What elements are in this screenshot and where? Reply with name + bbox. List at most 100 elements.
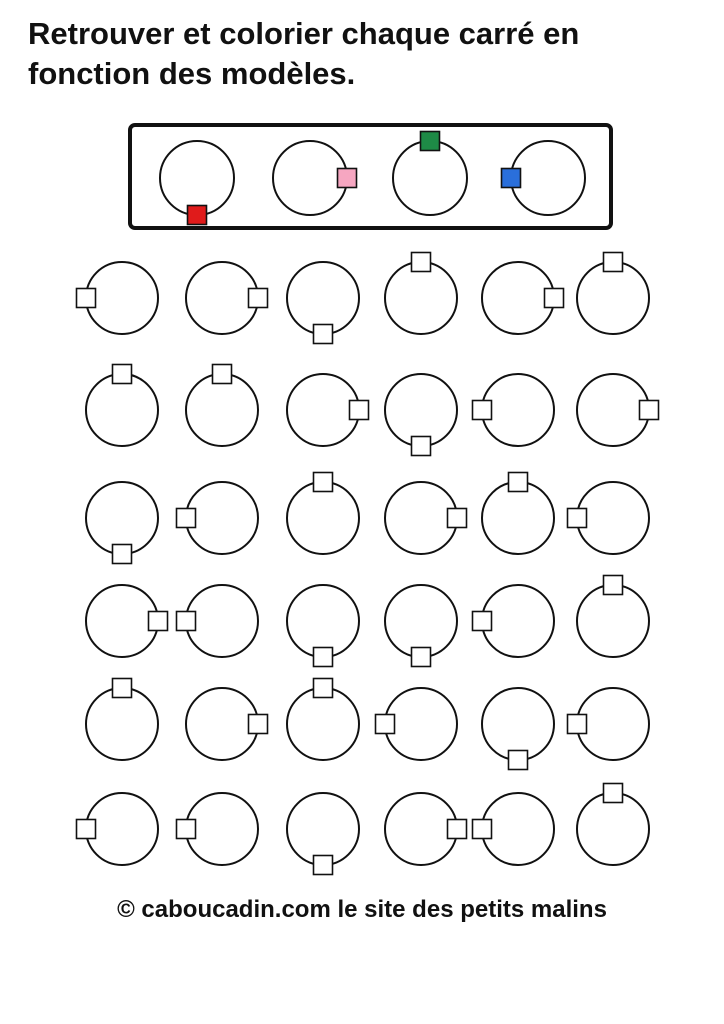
instructions-title: Retrouver et colorier chaque carré en fo… — [28, 14, 708, 94]
circle-shape — [576, 584, 650, 658]
grid-item-r6-c2[interactable] — [175, 792, 259, 866]
grid-item-r4-c4[interactable] — [384, 584, 458, 668]
grid-item-r3-c5[interactable] — [481, 471, 555, 555]
square-bottom[interactable] — [410, 435, 432, 457]
square-left[interactable] — [566, 713, 588, 735]
square-top[interactable] — [602, 251, 624, 273]
grid-item-r1-c2[interactable] — [185, 261, 269, 335]
circle-shape — [576, 481, 650, 555]
circle-shape — [576, 373, 650, 447]
grid-item-r1-c6[interactable] — [576, 251, 650, 335]
grid-item-r1-c4[interactable] — [384, 251, 458, 335]
circle-shape — [384, 687, 458, 761]
circle-shape — [481, 792, 555, 866]
footer-credit: © caboucadin.com le site des petits mali… — [117, 896, 607, 923]
grid-item-r5-c4[interactable] — [374, 687, 458, 761]
square-right[interactable] — [446, 507, 468, 529]
grid-item-r3-c1[interactable] — [85, 481, 159, 565]
square-bottom[interactable] — [111, 543, 133, 565]
grid-item-r2-c6[interactable] — [576, 373, 660, 447]
grid-item-r2-c1[interactable] — [85, 363, 159, 447]
square-right[interactable] — [247, 287, 269, 309]
square-top[interactable] — [312, 677, 334, 699]
square-top[interactable] — [602, 782, 624, 804]
square-top[interactable] — [602, 574, 624, 596]
square-left[interactable] — [471, 399, 493, 421]
square-top[interactable] — [410, 251, 432, 273]
square-left[interactable] — [75, 287, 97, 309]
model-1 — [159, 140, 235, 226]
grid-item-r4-c1[interactable] — [85, 584, 169, 658]
square-left[interactable] — [374, 713, 396, 735]
circle-shape — [286, 481, 360, 555]
circle-shape — [286, 373, 360, 447]
square-top — [419, 130, 441, 152]
grid-item-r3-c3[interactable] — [286, 471, 360, 555]
square-bottom[interactable] — [312, 646, 334, 668]
grid-item-r5-c6[interactable] — [566, 687, 650, 761]
grid-item-r2-c5[interactable] — [471, 373, 555, 447]
square-right[interactable] — [147, 610, 169, 632]
grid-item-r2-c2[interactable] — [185, 363, 259, 447]
square-right[interactable] — [247, 713, 269, 735]
circle-shape — [85, 261, 159, 335]
square-bottom[interactable] — [507, 749, 529, 771]
circle-shape — [481, 687, 555, 761]
grid-item-r4-c3[interactable] — [286, 584, 360, 668]
square-left[interactable] — [566, 507, 588, 529]
circle-shape — [286, 261, 360, 335]
grid-item-r1-c3[interactable] — [286, 261, 360, 345]
square-left[interactable] — [175, 507, 197, 529]
circle-shape — [384, 584, 458, 658]
grid-item-r4-c6[interactable] — [576, 574, 650, 658]
square-top[interactable] — [507, 471, 529, 493]
circle-shape — [185, 584, 259, 658]
square-left — [500, 167, 522, 189]
square-right[interactable] — [638, 399, 660, 421]
square-bottom — [186, 204, 208, 226]
square-left[interactable] — [75, 818, 97, 840]
title-line-1: Retrouver et colorier chaque carré en — [28, 16, 580, 51]
circle-shape — [85, 373, 159, 447]
model-2 — [272, 140, 358, 216]
circle-shape — [481, 481, 555, 555]
grid-item-r2-c4[interactable] — [384, 373, 458, 457]
grid-item-r6-c3[interactable] — [286, 792, 360, 876]
grid-item-r3-c6[interactable] — [566, 481, 650, 555]
square-right[interactable] — [446, 818, 468, 840]
square-left[interactable] — [471, 818, 493, 840]
grid-item-r4-c5[interactable] — [471, 584, 555, 658]
square-right[interactable] — [348, 399, 370, 421]
grid-item-r4-c2[interactable] — [175, 584, 259, 658]
square-top[interactable] — [111, 363, 133, 385]
square-bottom[interactable] — [312, 323, 334, 345]
square-right[interactable] — [543, 287, 565, 309]
grid-item-r6-c4[interactable] — [384, 792, 468, 866]
square-left[interactable] — [175, 610, 197, 632]
grid-item-r1-c1[interactable] — [75, 261, 159, 335]
square-bottom[interactable] — [410, 646, 432, 668]
square-top[interactable] — [211, 363, 233, 385]
grid-item-r5-c1[interactable] — [85, 677, 159, 761]
grid-item-r3-c2[interactable] — [175, 481, 259, 555]
grid-item-r2-c3[interactable] — [286, 373, 370, 447]
grid-item-r6-c5[interactable] — [471, 792, 555, 866]
grid-item-r3-c4[interactable] — [384, 481, 468, 555]
square-bottom[interactable] — [312, 854, 334, 876]
circle-shape — [185, 792, 259, 866]
grid-item-r6-c1[interactable] — [75, 792, 159, 866]
grid-item-r1-c5[interactable] — [481, 261, 565, 335]
square-top[interactable] — [312, 471, 334, 493]
grid-item-r5-c3[interactable] — [286, 677, 360, 761]
grid-item-r5-c5[interactable] — [481, 687, 555, 771]
grid-item-r6-c6[interactable] — [576, 782, 650, 866]
square-right — [336, 167, 358, 189]
grid-item-r5-c2[interactable] — [185, 687, 269, 761]
circle-shape — [85, 792, 159, 866]
square-left[interactable] — [471, 610, 493, 632]
model-3 — [392, 130, 468, 216]
square-top[interactable] — [111, 677, 133, 699]
model-4 — [500, 140, 586, 216]
circle-shape — [286, 584, 360, 658]
square-left[interactable] — [175, 818, 197, 840]
